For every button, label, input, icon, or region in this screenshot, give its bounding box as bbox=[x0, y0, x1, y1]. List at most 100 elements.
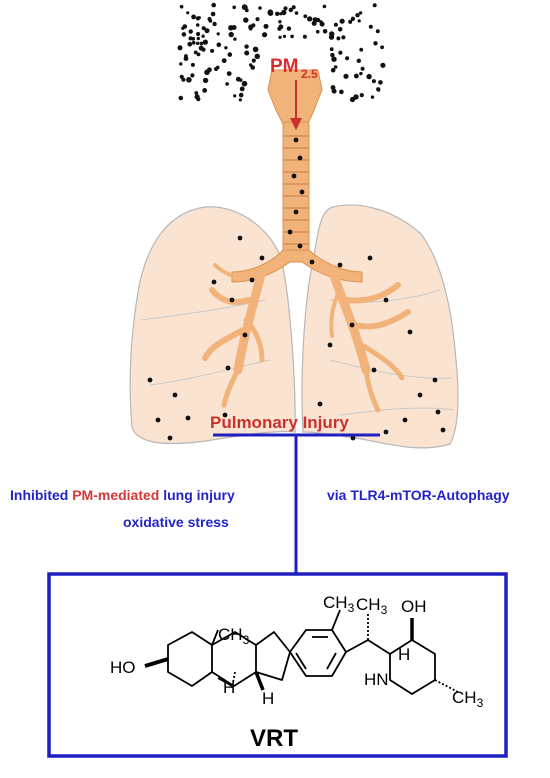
pm-particle bbox=[294, 11, 299, 15]
pm-particle bbox=[331, 56, 337, 62]
pm-particle-cloud bbox=[177, 2, 386, 103]
pm-particle bbox=[333, 22, 338, 27]
pm-particle bbox=[251, 58, 256, 63]
effect-line-1: Inhibited PM-mediated lung injury bbox=[10, 487, 235, 503]
atom-hydrogen-c: H bbox=[398, 645, 410, 664]
lungs-illustration bbox=[129, 69, 459, 449]
inhaled-particles bbox=[147, 137, 446, 441]
inhaled-particle bbox=[222, 412, 228, 418]
pm-particle bbox=[229, 26, 234, 30]
pm-particle bbox=[232, 5, 236, 10]
pm-particle bbox=[357, 19, 361, 23]
pm-particle bbox=[202, 39, 208, 45]
pm-particle bbox=[197, 16, 201, 20]
pm-particle bbox=[199, 41, 204, 46]
pm-particle bbox=[262, 32, 268, 38]
inhaled-particle bbox=[185, 415, 191, 421]
pm-particle bbox=[349, 96, 356, 103]
inhaled-particle bbox=[327, 342, 333, 348]
pm-particle bbox=[188, 29, 193, 34]
compound-box bbox=[47, 572, 508, 758]
inhaled-particle bbox=[225, 365, 231, 371]
pm-particle bbox=[303, 14, 308, 19]
pm-particle bbox=[331, 88, 337, 94]
inhaled-particle bbox=[237, 235, 243, 241]
pm-particle bbox=[302, 34, 307, 39]
inhaled-particle bbox=[297, 155, 303, 161]
pm-particle bbox=[195, 23, 200, 27]
pm-particle bbox=[322, 29, 328, 34]
pm-particle bbox=[196, 36, 200, 41]
inhaled-particle bbox=[407, 329, 413, 335]
pm-particle bbox=[196, 41, 200, 45]
pm-particle bbox=[233, 94, 237, 98]
inhaled-particle bbox=[293, 137, 299, 143]
inhaled-particle bbox=[147, 377, 153, 383]
inhaled-particle bbox=[435, 409, 441, 415]
atom-hydrogen-b: H bbox=[262, 689, 274, 708]
pm-particle bbox=[186, 11, 190, 15]
pm-particle bbox=[360, 66, 365, 71]
pm-particle bbox=[216, 32, 220, 36]
inhaled-particle bbox=[211, 279, 217, 285]
pm-subscript: 2.5 bbox=[301, 67, 318, 81]
pm-particle bbox=[312, 17, 318, 22]
pm-particle bbox=[375, 29, 380, 34]
pm-particle bbox=[196, 52, 201, 57]
inhaled-particle bbox=[417, 392, 423, 398]
inhalation-arrow bbox=[290, 80, 302, 130]
connector-lines bbox=[213, 433, 380, 574]
atom-methyl-aromatic: CH3 bbox=[323, 593, 355, 615]
inhaled-particle bbox=[229, 297, 235, 303]
vrt-structure bbox=[144, 609, 459, 695]
pm-particle bbox=[179, 62, 183, 66]
inhaled-particle bbox=[299, 189, 305, 195]
pm-particle bbox=[225, 82, 229, 86]
pm-particle bbox=[336, 36, 341, 41]
pm-particle bbox=[194, 91, 199, 95]
pm-particle bbox=[366, 73, 372, 80]
atom-methyl-angular: CH3 bbox=[218, 625, 250, 647]
inhaled-particle bbox=[432, 377, 438, 383]
pm-particle bbox=[282, 34, 287, 39]
pm-particle bbox=[345, 56, 350, 61]
pm-particle bbox=[278, 20, 282, 24]
pm-particle bbox=[250, 65, 255, 70]
pm-particle bbox=[368, 24, 373, 29]
effect-line-2: oxidative stress bbox=[123, 514, 229, 530]
pm-particle bbox=[311, 20, 317, 26]
pm-particle bbox=[348, 19, 353, 24]
pm-particle bbox=[212, 21, 217, 27]
pm-particle bbox=[359, 93, 364, 98]
inhaled-particle bbox=[167, 435, 173, 441]
pm-particle bbox=[241, 80, 248, 87]
pm-particle bbox=[315, 29, 320, 34]
inhaled-particle bbox=[287, 229, 293, 235]
pm-particle bbox=[283, 6, 288, 11]
pm-particle bbox=[196, 31, 201, 37]
pm-label: PM bbox=[270, 56, 299, 77]
pm-particle bbox=[183, 56, 189, 61]
pm-particle bbox=[267, 10, 274, 16]
atom-hydroxyl-right: OH bbox=[401, 597, 427, 616]
pm-particle bbox=[319, 20, 323, 24]
pm-particle bbox=[258, 6, 262, 10]
inhaled-particle bbox=[383, 429, 389, 435]
pm-particle bbox=[245, 51, 249, 56]
pm-particle bbox=[355, 13, 360, 18]
pm-particle bbox=[290, 34, 294, 39]
pm-particle bbox=[201, 26, 206, 31]
inhaled-particle bbox=[383, 297, 389, 303]
pm-particle bbox=[359, 71, 363, 76]
pm-particle bbox=[248, 26, 253, 31]
pm-particle bbox=[210, 48, 215, 53]
pm-particle bbox=[291, 5, 296, 10]
pm-particle bbox=[338, 50, 343, 55]
pm-particle bbox=[243, 5, 248, 10]
pm-particle bbox=[204, 28, 210, 34]
effect-highlight: PM-mediated bbox=[72, 487, 159, 503]
pm-particle bbox=[227, 52, 233, 57]
inhaled-particle bbox=[155, 417, 161, 423]
pm-particle bbox=[244, 44, 249, 49]
